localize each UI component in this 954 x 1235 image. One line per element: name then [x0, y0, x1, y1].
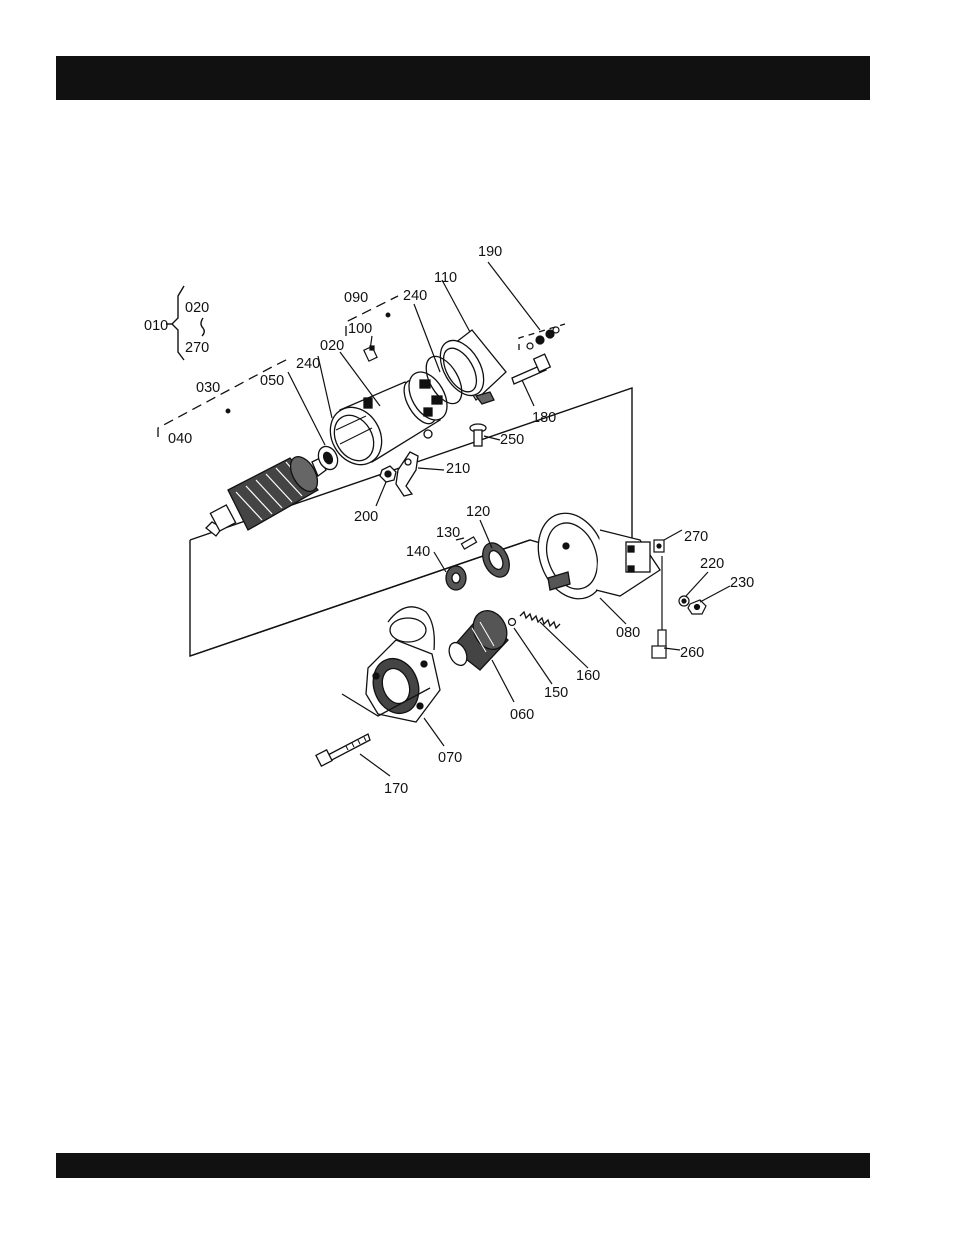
ball-150: [509, 619, 516, 626]
drive-housing-070: [342, 607, 440, 722]
label-240-holder: 240: [403, 288, 427, 304]
label-270: 270: [185, 340, 209, 356]
label-140: 140: [406, 544, 430, 560]
label-010: 010: [144, 318, 168, 334]
label-230: 230: [730, 575, 754, 591]
washer-220: [679, 596, 689, 606]
label-120: 120: [466, 504, 490, 520]
label-100: 100: [348, 321, 372, 337]
footer-band: [56, 1153, 870, 1178]
magnetic-switch-080: [527, 504, 660, 609]
armature-040: [206, 452, 326, 536]
label-210: 210: [446, 461, 470, 477]
label-020-yoke: 020: [320, 338, 344, 354]
label-240: 240: [296, 356, 320, 372]
label-060: 060: [510, 707, 534, 723]
label-200: 200: [354, 509, 378, 525]
label-170: 170: [384, 781, 408, 797]
nut-230: [688, 600, 706, 614]
lever-210: [396, 452, 418, 496]
label-070: 070: [438, 750, 462, 766]
label-190: 190: [478, 244, 502, 260]
label-220: 220: [700, 556, 724, 572]
gear-140: [446, 566, 466, 590]
label-030: 030: [196, 380, 220, 396]
pin-130: [461, 537, 476, 549]
nut-200: [380, 466, 396, 482]
label-090: 090: [344, 290, 368, 306]
label-150: 150: [544, 685, 568, 701]
label-130: 130: [436, 525, 460, 541]
label-110: 110: [434, 270, 457, 286]
bolt-170: [316, 734, 370, 766]
spring-160: [520, 612, 560, 628]
label-250: 250: [500, 432, 524, 448]
label-080: 080: [616, 625, 640, 641]
label-040: 040: [168, 431, 192, 447]
label-260: 260: [680, 645, 704, 661]
label-020: 020: [185, 300, 209, 316]
clutch-060: [446, 605, 513, 670]
through-bolt-180: [512, 354, 550, 384]
label-180: 180: [532, 410, 556, 426]
part-labels: 010 020 270 030 040 050 240 020 090 100 …: [144, 244, 754, 797]
terminal-270: [654, 540, 664, 552]
label-160: 160: [576, 668, 600, 684]
label-050: 050: [260, 373, 284, 389]
label-270-terminal: 270: [684, 529, 708, 545]
gear-120: [478, 539, 515, 582]
